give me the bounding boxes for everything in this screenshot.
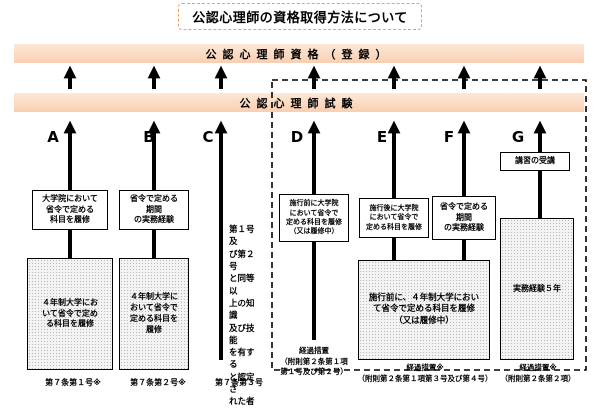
route-letter-G: G [511, 128, 525, 146]
exam-band: 公認心理師試験 [14, 93, 584, 112]
route-letter-C: C [202, 128, 214, 146]
route-letter-A: A [47, 128, 59, 146]
route-D-footer: 経過措置 （附則第２条第１項 第１号及び第２号） [280, 346, 348, 376]
route-letter-F: F [443, 128, 455, 146]
page-title: 公認心理師の資格取得方法について [178, 3, 422, 30]
route-B-university-box: ４年制大学に おいて省令で 定める科目を 履修 [119, 258, 189, 370]
route-C-footer: 第７条第３号 [215, 378, 263, 387]
route-A-footer: 第７条第１号※ [45, 378, 101, 387]
route-G-training-box: 講習の受講 [500, 152, 570, 171]
transitional-measures-frame [271, 79, 587, 371]
route-E-post-enforcement-box: 施行後に大学院 において省令で 定める科目を履修 [359, 198, 429, 238]
route-B-experience-box: 省令で定める 期間 の実務経験 [119, 190, 189, 230]
route-B-footer: 第７条第２号※ [130, 378, 186, 387]
qualification-band: 公認心理師資格（登録） [14, 44, 584, 63]
route-C-recognition-text: 第１号及 び第２号 と同等以 上の知識 及び技能 を有する と認定さ れた者 [229, 224, 259, 409]
route-letter-D: D [290, 128, 304, 146]
route-F-experience-box: 省令で定める 期間 の実務経験 [432, 196, 496, 240]
route-letter-B: B [143, 128, 155, 146]
route-EF-university-box: 施行前に、４年制大学におい て省令で定める科目を履修 （又は履修中） [358, 260, 490, 360]
route-A-university-box: ４年制大学にお いて省令で定め る科目を履修 [27, 258, 113, 370]
route-G-footer: 経過措置※ （附則第２条第２項） [500, 363, 576, 383]
route-A-graduate-box: 大学院において 省令で定める 科目を履修 [32, 190, 108, 230]
route-G-experience-box: 実務経験５年 [500, 218, 574, 360]
route-D-pre-enforcement-box: 施行前に大学院 において省令で 定める科目を履修 （又は履修中） [279, 194, 349, 242]
route-EF-footer: 経過措置※ （附則第２条第１項第３号及び第４号） [357, 363, 493, 383]
route-letter-E: E [376, 128, 388, 146]
